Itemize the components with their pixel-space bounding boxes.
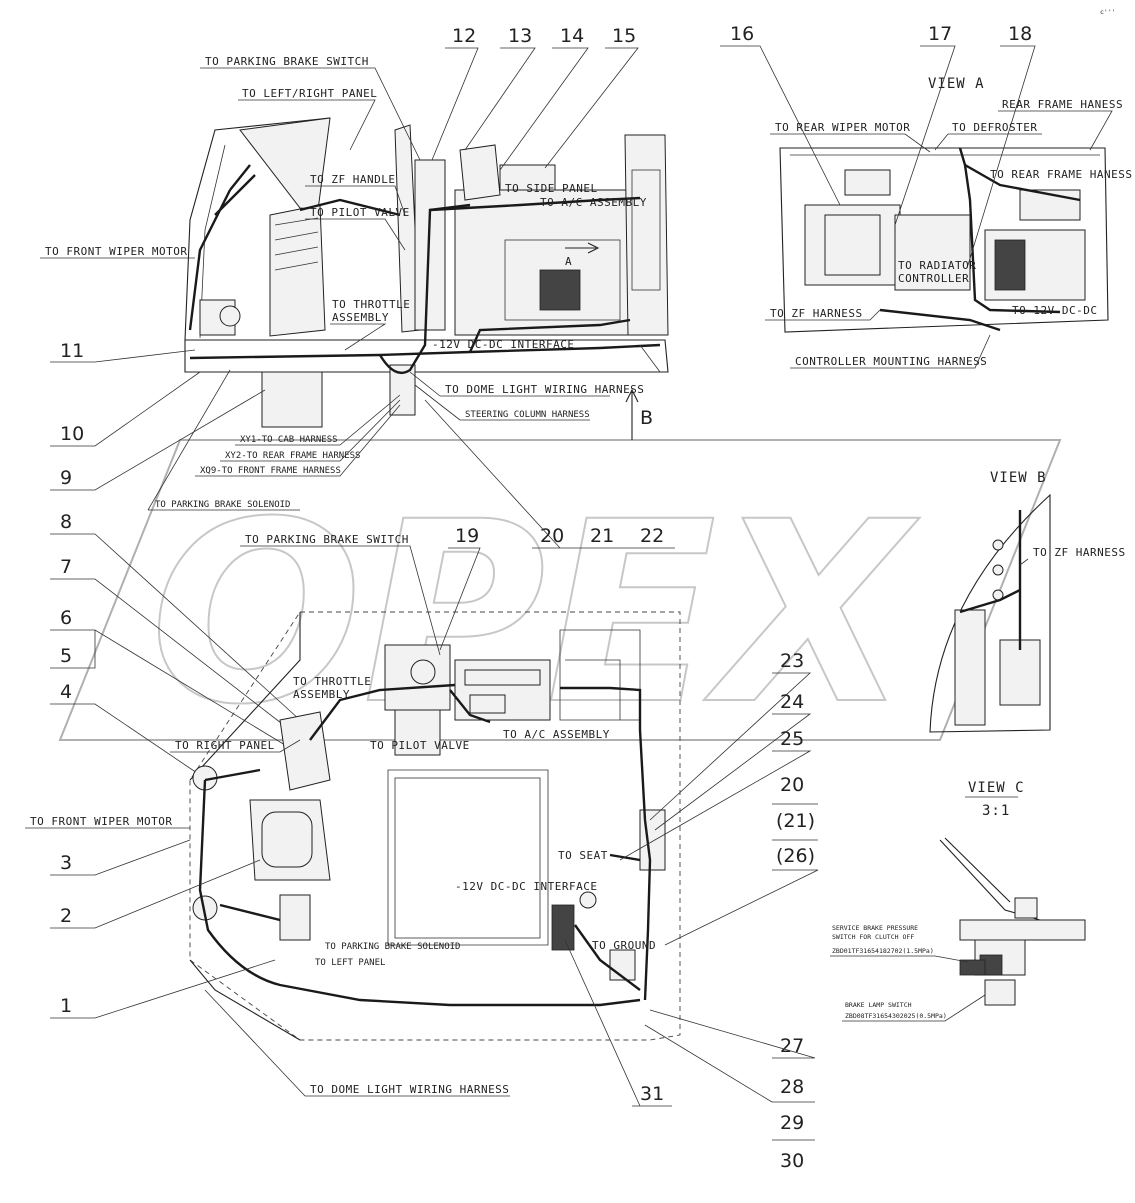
part-number-1: 1 bbox=[60, 995, 72, 1017]
part-number-4: 4 bbox=[60, 681, 72, 703]
label-xq9: XQ9-TO FRONT FRAME HARNESS bbox=[200, 466, 341, 476]
view-b: VIEW B TO ZF HARNESS bbox=[929, 470, 1126, 733]
label-service-brake-3: ZBD01TF31654182702(1.5MPa) bbox=[832, 947, 934, 955]
label-ac-assembly-bottom: TO A/C ASSEMBLY bbox=[503, 728, 610, 741]
label-front-wiper-motor-top: TO FRONT WIPER MOTOR bbox=[45, 245, 187, 258]
label-left-panel: TO LEFT PANEL bbox=[315, 958, 385, 968]
view-c-scale: 3:1 bbox=[982, 803, 1010, 819]
label-side-panel: TO SIDE PANEL bbox=[505, 182, 598, 195]
part-number-18: 18 bbox=[1008, 23, 1032, 45]
label-dcdc-bottom: -12V DC-DC INTERFACE bbox=[455, 880, 597, 893]
view-b-arrow-label: B bbox=[640, 407, 653, 429]
view-b-title: VIEW B bbox=[990, 470, 1047, 486]
label-parking-brake-solenoid-top: TO PARKING BRAKE SOLENOID bbox=[155, 500, 290, 510]
corner-mark: c''' bbox=[1100, 8, 1116, 16]
part-number-15: 15 bbox=[612, 25, 636, 47]
part-number-5: 5 bbox=[60, 645, 72, 667]
label-controller-mounting: CONTROLLER MOUNTING HARNESS bbox=[795, 355, 987, 368]
part-number-16: 16 bbox=[730, 23, 754, 45]
label-throttle-top-1: TO THROTTLE bbox=[332, 298, 410, 311]
label-ground: TO GROUND bbox=[592, 939, 656, 952]
part-number-14: 14 bbox=[560, 25, 584, 47]
part-number-2: 2 bbox=[60, 905, 72, 927]
top-part-numbers: 12 13 14 15 11 10 9 8 7 6 5 4 bbox=[50, 25, 639, 776]
label-right-panel: TO RIGHT PANEL bbox=[175, 739, 275, 752]
part-number-21: 21 bbox=[590, 525, 614, 547]
label-throttle-top-2: ASSEMBLY bbox=[332, 311, 389, 324]
label-brake-lamp-code: ZBD08TF31654302025(0.5MPa) bbox=[845, 1012, 947, 1020]
part-number-19: 19 bbox=[455, 525, 479, 547]
label-parking-brake-switch-top: TO PARKING BRAKE SWITCH bbox=[205, 55, 369, 68]
part-number-6: 6 bbox=[60, 607, 72, 629]
label-xy1: XY1-TO CAB HARNESS bbox=[240, 435, 338, 445]
label-xy2: XY2-TO REAR FRAME HARNESS bbox=[225, 451, 360, 461]
label-front-wiper-motor-bottom: TO FRONT WIPER MOTOR bbox=[30, 815, 172, 828]
part-number-7: 7 bbox=[60, 556, 72, 578]
label-seat: TO SEAT bbox=[558, 849, 608, 862]
label-service-brake-1: SERVICE BRAKE PRESSURE bbox=[832, 924, 918, 932]
top-labels: TO PARKING BRAKE SWITCH TO LEFT/RIGHT PA… bbox=[40, 55, 647, 511]
label-to-rear-frame-haness: TO REAR FRAME HANESS bbox=[990, 168, 1132, 181]
part-number-13: 13 bbox=[508, 25, 532, 47]
part-number-11: 11 bbox=[60, 340, 84, 362]
view-a-arrow-label: A bbox=[565, 255, 572, 268]
label-zf-harness-a: TO ZF HARNESS bbox=[770, 307, 863, 320]
part-number-24: 24 bbox=[780, 691, 804, 713]
label-rear-wiper-motor: TO REAR WIPER MOTOR bbox=[775, 121, 910, 134]
part-number-28: 28 bbox=[780, 1076, 804, 1098]
label-pilot-valve-top: TO PILOT VALVE bbox=[310, 206, 410, 219]
label-pilot-valve-bottom: TO PILOT VALVE bbox=[370, 739, 470, 752]
label-zf-handle: TO ZF HANDLE bbox=[310, 173, 395, 186]
part-number-9: 9 bbox=[60, 467, 72, 489]
bottom-part-numbers: 19 20 21 22 23 24 25 20 (21) (26) 3 2 1 … bbox=[50, 399, 819, 1172]
view-c-title: VIEW C bbox=[968, 780, 1025, 796]
label-steering-column: STEERING COLUMN HARNESS bbox=[465, 410, 590, 420]
label-radiator-2: CONTROLLER bbox=[898, 272, 969, 285]
label-12v-dcdc-a: TO 12V DC-DC bbox=[1012, 304, 1097, 317]
part-number-17: 17 bbox=[928, 23, 952, 45]
label-dome-light-top: TO DOME LIGHT WIRING HARNESS bbox=[445, 383, 644, 396]
part-number-25: 25 bbox=[780, 728, 804, 750]
part-number-26: (26) bbox=[776, 845, 815, 867]
view-a-title: VIEW A bbox=[928, 76, 985, 92]
label-throttle-bottom-1: TO THROTTLE bbox=[293, 675, 371, 688]
label-defroster: TO DEFROSTER bbox=[952, 121, 1037, 134]
part-number-3: 3 bbox=[60, 852, 72, 874]
part-number-31: 31 bbox=[640, 1083, 664, 1105]
view-a: VIEW A TO REAR WIPER MOTOR TO DEFROSTER … bbox=[720, 23, 1132, 369]
part-number-29: 29 bbox=[780, 1112, 804, 1134]
part-number-27: 27 bbox=[780, 1035, 804, 1057]
label-service-brake-2: SWITCH FOR CLUTCH OFF bbox=[832, 933, 914, 941]
part-number-23: 23 bbox=[780, 650, 804, 672]
part-number-10: 10 bbox=[60, 423, 84, 445]
label-left-right-panel: TO LEFT/RIGHT PANEL bbox=[242, 87, 377, 100]
label-dome-light-bottom: TO DOME LIGHT WIRING HARNESS bbox=[310, 1083, 509, 1096]
label-rear-frame-haness: REAR FRAME HANESS bbox=[1002, 98, 1123, 111]
label-throttle-bottom-2: ASSEMBLY bbox=[293, 688, 350, 701]
part-number-22: 22 bbox=[640, 525, 664, 547]
bottom-labels: TO PARKING BRAKE SWITCH TO THROTTLE ASSE… bbox=[25, 533, 656, 1097]
part-number-20: 20 bbox=[540, 525, 564, 547]
label-parking-brake-solenoid-bottom: TO PARKING BRAKE SOLENOID bbox=[325, 942, 460, 952]
part-number-8: 8 bbox=[60, 511, 72, 533]
part-number-30: 30 bbox=[780, 1150, 804, 1172]
part-number-12: 12 bbox=[452, 25, 476, 47]
label-zf-harness-b: TO ZF HARNESS bbox=[1033, 546, 1126, 559]
label-brake-lamp: BRAKE LAMP SWITCH bbox=[845, 1001, 912, 1009]
part-number-20b: 20 bbox=[780, 774, 804, 796]
label-parking-brake-switch-bottom: TO PARKING BRAKE SWITCH bbox=[245, 533, 409, 546]
label-dcdc-top: -12V DC-DC INTERFACE bbox=[432, 338, 574, 351]
label-radiator-1: TO RADIATOR bbox=[898, 259, 976, 272]
label-ac-assembly-top: TO A/C ASSEMBLY bbox=[540, 196, 647, 209]
bottom-plan-view bbox=[189, 611, 681, 1041]
part-number-21b: (21) bbox=[776, 810, 815, 832]
top-cab-view: B A bbox=[184, 117, 669, 440]
view-c: VIEW C 3:1 SERVICE BRAKE PRESSURE SWITCH… bbox=[830, 780, 1086, 1022]
